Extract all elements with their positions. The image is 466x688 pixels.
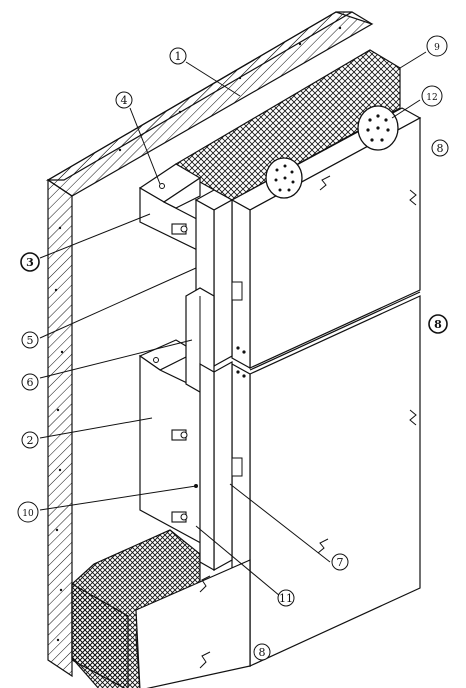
panel-joint xyxy=(249,291,421,371)
leader-lines xyxy=(39,51,427,597)
callout-c2-text: 2 xyxy=(27,434,34,447)
bottom-panel-face xyxy=(135,559,251,688)
anchor-plate-lower xyxy=(265,157,303,199)
callout-c9: 11 xyxy=(277,589,295,607)
concrete-wall xyxy=(45,11,374,678)
wall-side-face xyxy=(47,178,73,678)
callout-c6-text: 6 xyxy=(27,376,34,389)
vertical-keel-lower xyxy=(199,360,246,572)
callout-c10: 10 xyxy=(17,501,39,523)
callout-c8c: 8 xyxy=(253,643,271,661)
callout-c4-text: 4 xyxy=(121,94,128,107)
insulation-bottom-front xyxy=(71,582,129,688)
callout-c10-text: 10 xyxy=(22,509,34,519)
callout-c7-text: 7 xyxy=(337,556,344,569)
break-marks xyxy=(199,175,417,669)
callout-c11-text: 9 xyxy=(434,43,440,53)
bottom-cladding-panel xyxy=(135,559,251,688)
callout-c12-text: 12 xyxy=(426,93,437,103)
callout-c9-text: 11 xyxy=(279,592,293,605)
callout-c1: 1 xyxy=(169,47,187,65)
callout-c4: 4 xyxy=(115,91,133,109)
callout-c1-text: 1 xyxy=(175,50,182,63)
callout-c2: 2 xyxy=(21,431,39,449)
callout-c12: 12 xyxy=(421,85,443,107)
callout-c6: 6 xyxy=(21,373,39,391)
wall-aggregate-dots xyxy=(54,26,342,642)
callout-c8b: 8 xyxy=(428,314,448,334)
callout-c8a: 8 xyxy=(431,139,449,157)
callout-c5: 5 xyxy=(21,331,39,349)
insulation-layer xyxy=(71,49,401,688)
callout-c8b-text: 8 xyxy=(434,318,442,331)
callout-c8a-text: 8 xyxy=(437,142,444,155)
lower-bracket xyxy=(138,339,211,550)
callout-c11: 9 xyxy=(426,35,448,57)
callout-c3: 3 xyxy=(20,252,40,272)
callout-c3-text: 3 xyxy=(26,256,34,269)
anchor-plate-upper xyxy=(357,105,399,151)
callout-c8c-text: 8 xyxy=(259,646,266,659)
callout-c5-text: 5 xyxy=(27,334,34,347)
callout-c7: 7 xyxy=(331,553,349,571)
